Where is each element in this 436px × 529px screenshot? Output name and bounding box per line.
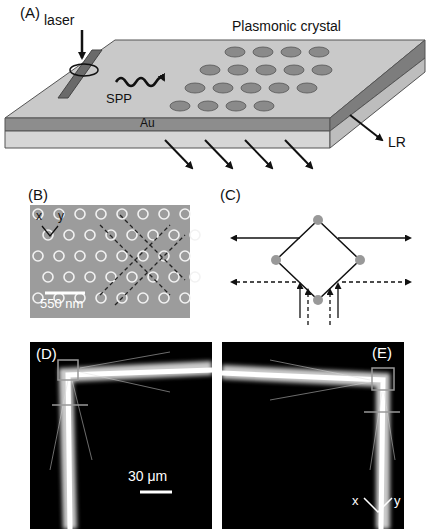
laser-label: laser	[44, 12, 74, 28]
leakage-arrows	[165, 115, 382, 168]
crystal-label: Plasmonic crystal	[232, 18, 341, 34]
laser-spot	[70, 64, 98, 76]
panel-label: (E)	[372, 344, 392, 361]
laser-arrow	[81, 30, 84, 58]
scale-label: 550 nm	[40, 297, 83, 312]
axis-label: x	[36, 210, 42, 224]
panel-label: (B)	[28, 186, 48, 203]
sem-image	[30, 205, 200, 318]
axis-label: y	[58, 210, 64, 224]
scattering-scheme	[232, 215, 410, 325]
axis-label: x	[352, 494, 359, 509]
scale-label: 30 μm	[128, 468, 167, 484]
grating	[58, 50, 102, 98]
microscope-image-d	[30, 342, 212, 529]
spp-wave	[116, 77, 164, 86]
panel-label: (C)	[220, 186, 241, 203]
layer-label: Au	[140, 117, 155, 131]
sample-slab	[5, 40, 425, 148]
lr-label: LR	[388, 134, 406, 150]
spp-label: SPP	[106, 92, 132, 107]
panel-label: (D)	[36, 345, 57, 362]
axis-label: y	[394, 494, 401, 509]
panel-label: (A)	[20, 4, 40, 21]
plasmonic-crystal	[170, 47, 332, 111]
microscope-image-e	[222, 342, 404, 529]
